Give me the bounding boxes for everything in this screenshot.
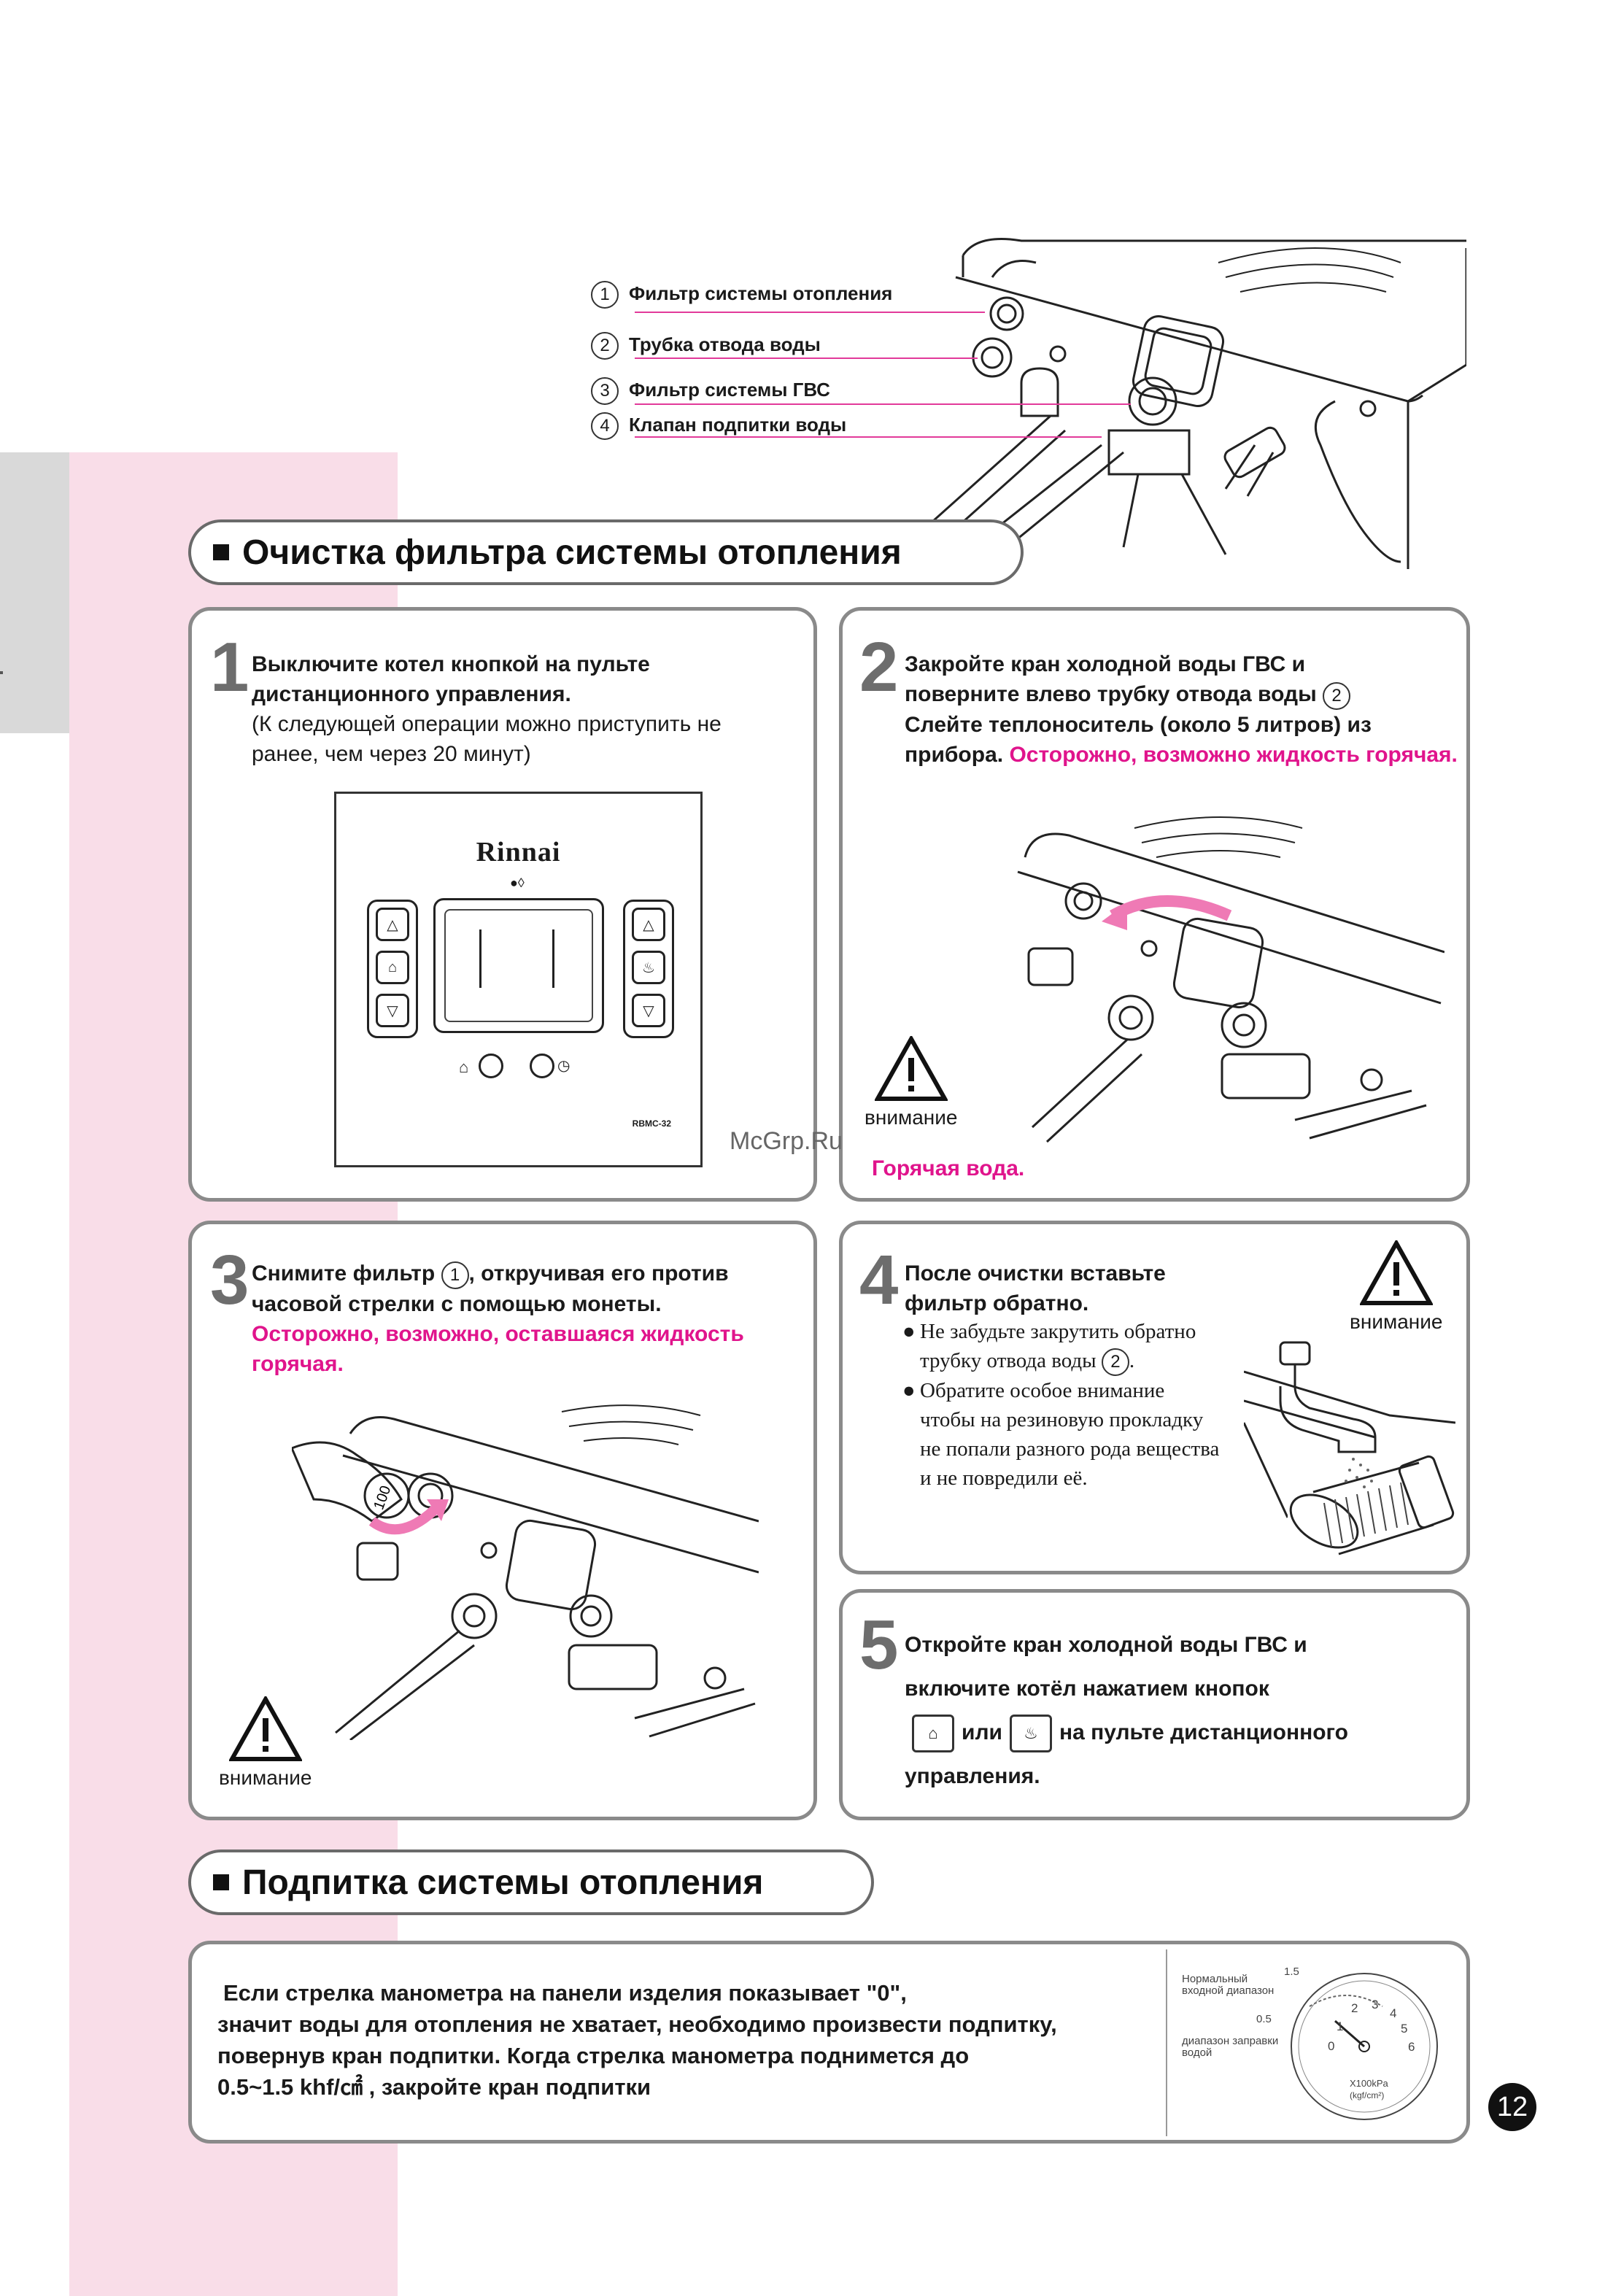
refill-panel	[188, 1941, 1470, 2144]
gauge-tick-5: 5	[1401, 2022, 1408, 2036]
refill-instructions: Если стрелка манометра на панели изделия…	[217, 1980, 1057, 2100]
warning-step-4: внимание	[1350, 1240, 1442, 1334]
heating-up-button[interactable]: △	[376, 908, 409, 941]
gauge-unit-kpa: X100kPa	[1350, 2078, 1388, 2089]
step-1-number: 1	[210, 628, 250, 706]
section-header-filter-cleaning: Очистка фильтра системы отопления	[188, 519, 1024, 585]
filter-rinse-illustration	[1244, 1341, 1455, 1555]
filter-removal-illustration: 100	[292, 1404, 759, 1740]
legend-line-4	[635, 436, 1102, 438]
hot-water-down-button[interactable]: ▽	[632, 994, 665, 1027]
watermark: McGrp.Ru	[730, 1127, 843, 1155]
gauge-tick-4: 4	[1390, 2006, 1397, 2020]
panel-divider	[1166, 1949, 1167, 2136]
power-indicator-icon: ●◊	[510, 876, 525, 890]
warning-step-2: внимание	[865, 1036, 957, 1129]
warning-triangle-icon	[228, 1696, 302, 1761]
shower-icon[interactable]: ♨	[632, 951, 665, 984]
remote-display-screen	[433, 898, 604, 1033]
gauge-tick-1: 1	[1337, 2019, 1344, 2033]
step-4-bullets: ●Не забудьте закрутить обратно трубку от…	[902, 1320, 1220, 1490]
step-1-text: Выключите котел кнопкой на пульте дистан…	[252, 652, 722, 766]
remote-model-label: RBMC-32	[632, 1118, 671, 1129]
heating-mode-icon[interactable]: ⌂	[376, 951, 409, 984]
gray-side-tab	[0, 452, 69, 733]
step-3-panel	[188, 1221, 817, 1820]
section-header-system-refill: Подпитка системы отопления	[188, 1849, 874, 1915]
gauge-unit-kgf: (kgf/cm²)	[1350, 2090, 1385, 2100]
legend-line-2	[635, 357, 978, 359]
gauge-tick-3: 3	[1372, 1998, 1379, 2011]
step-5-panel	[839, 1589, 1470, 1820]
home-button[interactable]	[479, 1054, 503, 1078]
gauge-value-1-5: 1.5	[1284, 1965, 1299, 1978]
heating-down-button[interactable]: ▽	[376, 994, 409, 1027]
gauge-tick-0: 0	[1328, 2039, 1335, 2053]
page-number: 12	[1488, 2083, 1536, 2131]
bullet-square	[213, 1874, 229, 1890]
remote-control-illustration: Rinnai ●◊ △ ⌂ ▽ △ ♨ ▽ ⌂ ◷ RBMC-32	[334, 792, 703, 1167]
timer-button[interactable]	[530, 1054, 554, 1078]
warning-triangle-icon	[1359, 1240, 1433, 1305]
legend-line-1	[635, 312, 985, 313]
remote-brand-logo: Rinnai	[476, 837, 561, 867]
drain-pipe-illustration	[1017, 816, 1444, 1143]
step-4-number: 4	[859, 1241, 899, 1319]
step-3-text: Снимите фильтр 1, откручивая его против …	[252, 1261, 744, 1376]
step-2-text: Закройте кран холодной воды ГВС и поверн…	[905, 652, 1458, 767]
gauge-tick-2: 2	[1351, 2001, 1358, 2015]
step-3-number: 3	[210, 1241, 250, 1319]
heating-mode-icon: ⌂	[912, 1715, 954, 1753]
warning-step-3: внимание	[219, 1696, 312, 1790]
clock-icon: ◷	[557, 1058, 571, 1074]
bullet-square	[213, 544, 229, 560]
hot-water-label: Горячая вода.	[872, 1156, 1025, 1180]
warning-triangle-icon	[874, 1036, 948, 1101]
step-5-text: Откройте кран холодной воды ГВС и включи…	[905, 1633, 1348, 1788]
remote-left-button-column	[367, 900, 418, 1038]
side-tick	[0, 671, 3, 674]
step-5-number: 5	[859, 1606, 899, 1684]
remote-right-button-column	[623, 900, 674, 1038]
step-4-heading: После очистки вставьте фильтр обратно.	[905, 1261, 1166, 1315]
gauge-tick-6: 6	[1408, 2040, 1415, 2054]
fill-range-label: диапазон заправки водой	[1182, 2035, 1279, 2059]
home-icon: ⌂	[459, 1058, 469, 1076]
pressure-gauge-icon	[1291, 1973, 1438, 2120]
step-2-number: 2	[859, 628, 899, 706]
legend-line-3	[635, 403, 1131, 405]
shower-icon: ♨	[1009, 1715, 1052, 1753]
gauge-value-0-5: 0.5	[1256, 2013, 1272, 2025]
hot-water-up-button[interactable]: △	[632, 908, 665, 941]
normal-range-label: Нормальный входной диапазон	[1182, 1973, 1275, 1997]
